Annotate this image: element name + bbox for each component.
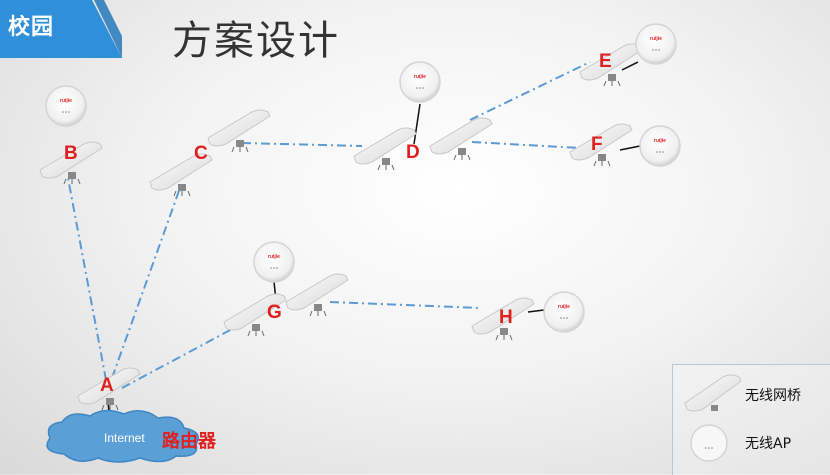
ap-g-icon bbox=[253, 241, 295, 283]
link-c-d bbox=[241, 142, 363, 147]
node-label-c: C bbox=[194, 143, 208, 164]
header-tag-label: 校园 bbox=[8, 15, 55, 40]
legend: 无线网桥 无线AP bbox=[672, 364, 830, 475]
node-label-a: A bbox=[100, 375, 114, 396]
legend-bridge-label: 无线网桥 bbox=[745, 388, 801, 404]
bridge-d2-icon bbox=[429, 117, 493, 161]
wire-e-ap bbox=[621, 61, 639, 71]
bridge-g2-icon bbox=[285, 273, 349, 317]
header-tag: 校园 bbox=[0, 0, 122, 58]
node-label-b: B bbox=[64, 143, 78, 164]
internet-label: Internet bbox=[104, 431, 145, 445]
ap-h-icon bbox=[543, 291, 585, 333]
wire-h-ap bbox=[527, 309, 545, 313]
ap-d-icon bbox=[399, 61, 441, 103]
node-label-h: H bbox=[499, 307, 513, 328]
node-label-d: D bbox=[406, 142, 420, 163]
links bbox=[67, 61, 591, 389]
node-label-g: G bbox=[267, 302, 282, 323]
legend-icons bbox=[684, 374, 742, 462]
ap-f-icon bbox=[639, 125, 681, 167]
page-title: 方案设计 bbox=[172, 18, 340, 64]
ap-e-icon bbox=[635, 23, 677, 65]
router-label: 路由器 bbox=[162, 431, 216, 452]
internet-cloud bbox=[46, 409, 199, 463]
node-label-e: E bbox=[599, 51, 612, 72]
wire-f-ap bbox=[619, 145, 641, 151]
link-a-b bbox=[67, 177, 107, 381]
legend-ap-label: 无线AP bbox=[745, 436, 792, 452]
legend-ap-icon bbox=[690, 424, 728, 462]
legend-bridge-icon bbox=[684, 374, 742, 412]
bridge-c2-icon bbox=[207, 109, 271, 153]
link-a-c bbox=[111, 187, 181, 379]
header-tag-shape bbox=[0, 0, 122, 58]
link-a-g bbox=[121, 327, 235, 389]
wire-d-ap bbox=[413, 103, 421, 145]
ap-b-icon bbox=[45, 85, 87, 127]
link-d-e bbox=[469, 61, 591, 121]
wired-links bbox=[107, 61, 641, 423]
link-g-h bbox=[329, 301, 481, 309]
link-d-f bbox=[471, 141, 581, 149]
node-label-f: F bbox=[591, 134, 603, 155]
